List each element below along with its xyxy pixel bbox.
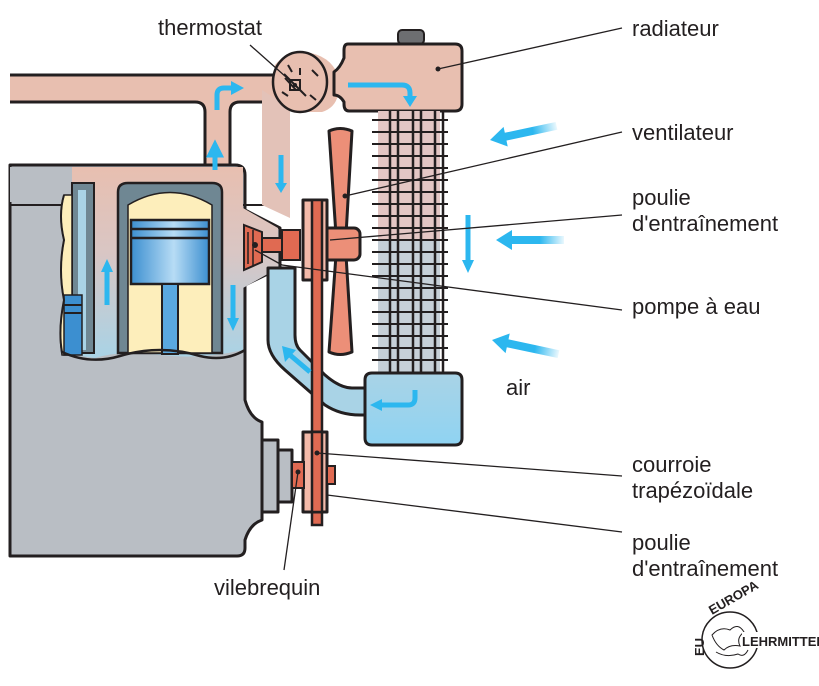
labels: thermostat radiateur ventilateur poulie … [158, 15, 778, 600]
thermostat [271, 50, 338, 114]
air-arrow [496, 230, 564, 250]
air-arrow [490, 121, 558, 147]
radiator-core [372, 111, 448, 373]
label-pompe-a-eau: pompe à eau [632, 294, 760, 319]
belt-drive [291, 198, 336, 527]
air-arrow [492, 333, 560, 359]
radiator-cap [397, 29, 425, 45]
radiator [332, 29, 464, 447]
label-poulie-haut-1: poulie [632, 185, 691, 210]
leader-lines [249, 27, 623, 571]
water-pump [243, 223, 301, 272]
engine-block [8, 163, 294, 558]
connecting-rod [161, 283, 179, 355]
v-belt [310, 198, 324, 527]
label-thermostat: thermostat [158, 15, 262, 40]
label-poulie-bas-1: poulie [632, 530, 691, 555]
label-ventilateur: ventilateur [632, 120, 734, 145]
radiator-lower-tank [363, 371, 464, 447]
label-vilebrequin: vilebrequin [214, 575, 320, 600]
europa-lehrmittel-logo: EUROPA EU LEHRMITTEL [692, 577, 819, 669]
label-air: air [506, 375, 530, 400]
label-poulie-bas-2: d'entraînement [632, 556, 778, 581]
bypass-tube [262, 90, 290, 218]
air-flow-arrows [490, 121, 564, 359]
logo-eu: EU [692, 638, 707, 656]
label-courroie-1: courroie [632, 452, 711, 477]
label-radiateur: radiateur [632, 16, 719, 41]
coolant-flow-arrows [101, 81, 474, 411]
label-poulie-haut-2: d'entraînement [632, 211, 778, 236]
upper-hose [10, 73, 285, 165]
piston [129, 218, 211, 286]
fan [318, 127, 362, 356]
label-courroie-2: trapézoïdale [632, 478, 753, 503]
logo-lehrmittel: LEHRMITTEL [742, 634, 819, 649]
